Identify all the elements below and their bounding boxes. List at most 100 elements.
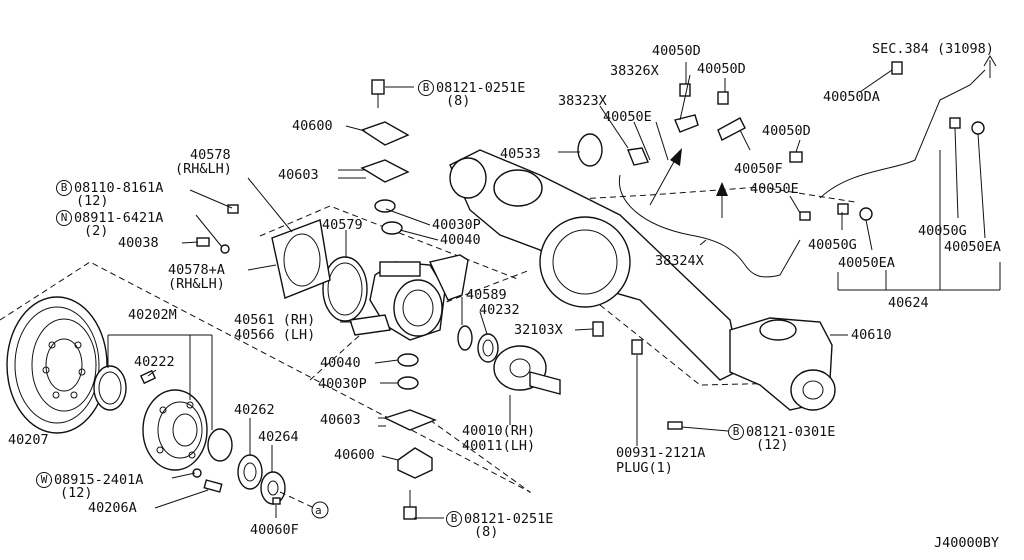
clamp-40050EA-b — [971, 121, 985, 135]
label-38323X: 38323X — [558, 93, 607, 109]
label-40589: 40589 — [466, 287, 507, 303]
bolt-40050D-c — [789, 151, 803, 163]
bolt-40038 — [196, 237, 210, 247]
circle-N-icon: N — [56, 210, 72, 226]
label-40603: 40603 — [320, 412, 361, 428]
dashed-boundary-axle — [599, 304, 791, 386]
clip-38323X — [627, 147, 649, 166]
label-38326X: 38326X — [610, 63, 659, 79]
circle-W-icon: W — [36, 472, 52, 488]
label-40264: 40264 — [258, 429, 299, 445]
label-40262: 40262 — [234, 402, 275, 418]
label-00931-2121A: 00931-2121A — [616, 445, 706, 461]
dashed-boundary-bottom — [429, 419, 531, 493]
clip-40050G-b — [949, 117, 961, 129]
label-40050E: 40050E — [603, 109, 652, 125]
label-40038: 40038 — [118, 235, 159, 251]
knuckle-40610 — [729, 317, 836, 411]
label-40578A: 40578+A — [168, 262, 225, 278]
bolt-40050D-b — [717, 91, 729, 105]
label-40600: 40600 — [292, 118, 333, 134]
label-40600: 40600 — [334, 447, 375, 463]
gasket-40578 — [271, 219, 331, 299]
clip-40050E — [799, 211, 811, 221]
bolt-40050D-a — [679, 83, 691, 97]
label-40011: 40011(LH) — [462, 438, 536, 454]
axle-housing-40533 — [449, 133, 741, 381]
label-40010: 40010(RH) — [462, 423, 536, 439]
label-qty: (12) — [60, 485, 93, 501]
label-40050E: 40050E — [750, 181, 799, 197]
circle-B-icon: B — [728, 424, 744, 440]
label-40060F: 40060F — [250, 522, 299, 538]
seal-40232 — [477, 333, 499, 363]
bearing-40262 — [237, 454, 263, 490]
label-40533: 40533 — [500, 146, 541, 162]
wheel-hub-40202M — [142, 389, 233, 471]
bracket-38326X — [674, 114, 699, 133]
label-40050G: 40050G — [918, 223, 967, 239]
label-40561: 40561 (RH) — [234, 312, 316, 328]
label-40610: 40610 — [851, 327, 892, 343]
callout-circle-a — [311, 501, 329, 519]
label-plug: PLUG(1) — [616, 460, 673, 476]
label-rhlh: (RH&LH) — [168, 276, 225, 292]
bolt-08121-0301E — [667, 421, 683, 430]
label-40232: 40232 — [479, 302, 520, 318]
axle-shaft-40010 — [493, 345, 561, 395]
label-40050G: 40050G — [808, 237, 857, 253]
label-38324X: 38324X — [655, 253, 704, 269]
label-rhlh: (RH&LH) — [175, 161, 232, 177]
label-qty: (8) — [474, 524, 499, 540]
label-40040: 40040 — [440, 232, 481, 248]
label-40202M: 40202M — [128, 307, 177, 323]
bolt-08110 — [227, 204, 239, 214]
label-40050EA: 40050EA — [944, 239, 1001, 255]
circle-B-icon: B — [56, 180, 72, 196]
arrow-up-1 — [649, 157, 677, 206]
clip-40050G-a — [837, 203, 849, 215]
label-40050F: 40050F — [734, 161, 783, 177]
clamp-40050EA-a — [859, 207, 873, 221]
seal-40222 — [93, 365, 127, 411]
label-40050DA: 40050DA — [823, 89, 880, 105]
label-40030P: 40030P — [318, 376, 367, 392]
arrow-sec384 — [983, 55, 997, 78]
pipe-40624 — [819, 69, 986, 199]
washer-40589 — [457, 325, 473, 351]
label-32103X: 32103X — [514, 322, 563, 338]
label-40222: 40222 — [134, 354, 175, 370]
callout-a-letter: a — [315, 504, 322, 517]
seal-40533 — [577, 133, 603, 167]
hose-38324X — [618, 174, 801, 278]
plug-00931 — [631, 339, 643, 355]
dashed-boundary-hose — [559, 186, 856, 203]
circle-B-icon: B — [418, 80, 434, 96]
diagram-reference-code: J40000BY — [934, 535, 1000, 551]
dashed-boundary-hub — [0, 261, 531, 493]
leader-lines — [107, 62, 1001, 519]
dust-seal-40579 — [322, 256, 368, 322]
nut-08911 — [220, 244, 230, 254]
label-40030P: 40030P — [432, 217, 481, 233]
label-40050D: 40050D — [697, 61, 746, 77]
label-sec384: SEC.384 (31098) — [872, 41, 994, 57]
bolt-40050DA — [891, 61, 903, 75]
label-40207: 40207 — [8, 432, 49, 448]
label-40579: 40579 — [322, 217, 363, 233]
brake-rotor-40207 — [6, 296, 108, 434]
label-40624: 40624 — [888, 295, 929, 311]
label-qty: (12) — [756, 437, 789, 453]
label-40050D: 40050D — [762, 123, 811, 139]
label-qty: (2) — [84, 223, 109, 239]
breather-32103X — [592, 321, 604, 337]
dashed-boundary-knuckle — [309, 269, 531, 381]
